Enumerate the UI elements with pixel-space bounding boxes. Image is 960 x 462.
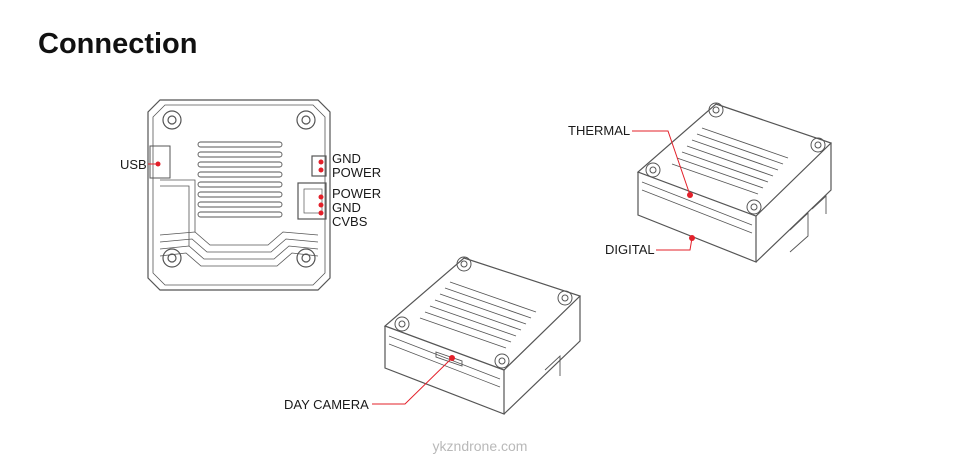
day-camera-callout	[372, 355, 455, 405]
label-thermal: THERMAL	[568, 123, 631, 138]
module-day-camera-view	[383, 256, 582, 415]
module-top-view	[147, 99, 331, 291]
label-gnd-mid: GND	[332, 200, 361, 215]
label-power-top: POWER	[332, 165, 382, 180]
page-title: Connection	[38, 28, 198, 60]
label-power-mid: POWER	[332, 186, 382, 201]
label-usb: USB	[120, 157, 147, 172]
thermal-callouts	[632, 130, 695, 251]
label-day-camera: DAY CAMERA	[284, 397, 369, 412]
top-view-callouts	[148, 159, 324, 216]
label-gnd-top: GND	[332, 151, 361, 166]
label-cvbs: CVBS	[332, 214, 368, 229]
module-thermal-view	[636, 102, 833, 263]
watermark: ykzndrone.com	[432, 438, 528, 454]
label-digital: DIGITAL	[605, 242, 655, 257]
